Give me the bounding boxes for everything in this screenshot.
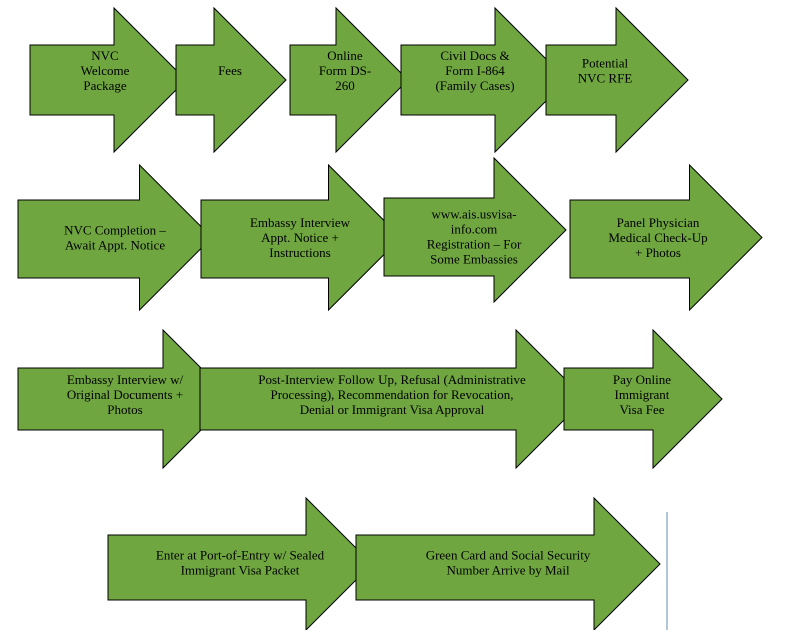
arrow-shape bbox=[175, 6, 287, 154]
arrow-shape bbox=[17, 328, 233, 470]
arrow-label-line: Await Appt. Notice bbox=[65, 238, 165, 253]
arrow-shape bbox=[107, 496, 373, 630]
arrow-label-line: Form I-864 bbox=[445, 63, 505, 78]
arrow-shape bbox=[289, 6, 409, 154]
arrow-label-line: 260 bbox=[335, 78, 355, 93]
arrow-label-line: Photos bbox=[107, 402, 142, 417]
arrow-label-line: NVC RFE bbox=[578, 71, 633, 86]
arrow-label: Fees bbox=[218, 63, 242, 78]
arrow-step-civil-docs-form-i-864: Civil Docs &Form I-864(Family Cases) bbox=[400, 6, 568, 154]
arrow-label-line: Denial or Immigrant Visa Approval bbox=[300, 402, 485, 417]
arrow-label-line: Immigrant bbox=[615, 387, 670, 402]
arrow-shape bbox=[545, 6, 689, 154]
arrow-label-line: Package bbox=[83, 78, 127, 93]
arrow-shape bbox=[29, 6, 187, 154]
arrow-step-fees: Fees bbox=[175, 6, 287, 154]
arrow-label-line: Original Documents + bbox=[67, 387, 183, 402]
arrow-label-line: NVC bbox=[91, 48, 118, 63]
arrow-label-line: Registration – For bbox=[427, 237, 522, 252]
arrow-label-line: Visa Fee bbox=[619, 402, 664, 417]
arrow-label: NVC Completion –Await Appt. Notice bbox=[64, 223, 166, 253]
arrow-label-line: Fees bbox=[218, 63, 242, 78]
arrow-label-line: Appt. Notice + bbox=[261, 230, 339, 245]
arrow-label-line: Processing), Recommendation for Revocati… bbox=[271, 387, 514, 402]
arrow-step-post-interview-follow-up: Post-Interview Follow Up, Refusal (Admin… bbox=[199, 328, 586, 470]
arrow-shape bbox=[569, 163, 763, 312]
arrow-label-line: Enter at Port-of-Entry w/ Sealed bbox=[156, 548, 325, 563]
arrow-label-line: Civil Docs & bbox=[440, 48, 509, 63]
arrow-step-nvc-completion: NVC Completion –Await Appt. Notice bbox=[17, 163, 213, 312]
arrow-label-line: Green Card and Social Security bbox=[426, 548, 591, 563]
arrow-label-line: Panel Physician bbox=[617, 215, 700, 230]
arrow-label-line: Online bbox=[327, 48, 363, 63]
arrow-label-line: Potential bbox=[582, 56, 629, 71]
arrow-label-line: Form DS- bbox=[319, 63, 371, 78]
arrow-label-line: + Photos bbox=[635, 245, 681, 260]
arrow-label-line: Immigrant Visa Packet bbox=[181, 563, 300, 578]
arrow-step-embassy-interview-original-docs: Embassy Interview w/Original Documents +… bbox=[17, 328, 233, 470]
arrow-label: Post-Interview Follow Up, Refusal (Admin… bbox=[258, 372, 526, 417]
arrow-shape bbox=[17, 163, 213, 312]
arrow-label-line: Embassy Interview bbox=[250, 215, 351, 230]
arrow-shape bbox=[199, 328, 586, 470]
arrow-label-line: Welcome bbox=[81, 63, 130, 78]
arrow-shape bbox=[400, 6, 568, 154]
arrow-label-line: Some Embassies bbox=[430, 252, 518, 267]
arrow-label-line: Number Arrive by Mail bbox=[446, 563, 570, 578]
arrow-shape bbox=[383, 156, 567, 304]
arrow-label-line: Pay Online bbox=[613, 372, 671, 387]
arrow-label-line: Post-Interview Follow Up, Refusal (Admin… bbox=[258, 372, 526, 387]
arrow-label-line: info.com bbox=[451, 222, 498, 237]
arrow-label: Civil Docs &Form I-864(Family Cases) bbox=[435, 48, 514, 93]
arrow-label: Embassy Interview w/Original Documents +… bbox=[67, 372, 184, 417]
arrow-label-line: NVC Completion – bbox=[64, 223, 166, 238]
arrow-label-line: Medical Check-Up bbox=[608, 230, 707, 245]
arrow-label-line: www.ais.usvisa- bbox=[431, 207, 516, 222]
arrow-label-line: Embassy Interview w/ bbox=[67, 372, 184, 387]
arrow-shape bbox=[200, 163, 402, 312]
arrow-shape bbox=[563, 328, 723, 470]
arrow-shape bbox=[355, 496, 661, 630]
arrow-label-line: Instructions bbox=[269, 245, 330, 260]
arrow-label-line: (Family Cases) bbox=[435, 78, 514, 93]
